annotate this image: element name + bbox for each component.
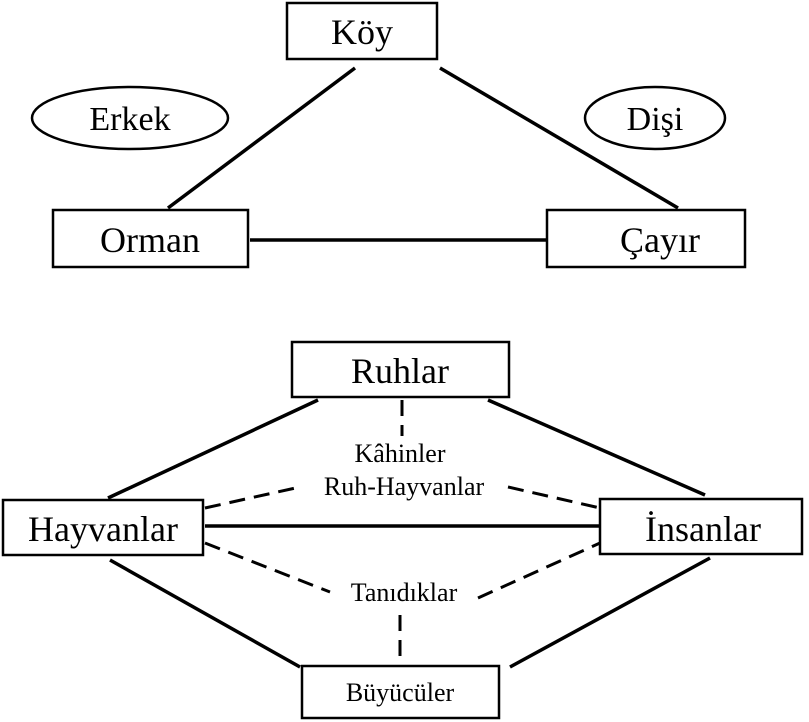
node-buyuculer-label: Büyücüler (346, 678, 455, 707)
edge-ruhlar-hayvanlar (107, 398, 319, 500)
edge-insanlar-buyuculer (509, 556, 711, 669)
edge-koy-orman (166, 66, 357, 210)
edge-koy-cayir (439, 66, 679, 210)
oval-erkek-label: Erkek (89, 101, 170, 138)
oval-disi: Dişi (583, 85, 727, 151)
label-ruh-hayvanlar: Ruh-Hayvanlar (324, 472, 485, 501)
node-insanlar-label: İnsanlar (645, 509, 761, 549)
label-kahinler: Kâhinler (355, 439, 446, 468)
node-ruhlar: Ruhlar (290, 340, 511, 399)
label-tanidiklar: Tanıdıklar (351, 578, 458, 607)
node-cayir-label: Çayır (620, 220, 700, 260)
oval-disi-label: Dişi (627, 101, 684, 138)
node-orman: Orman (51, 208, 250, 269)
node-buyuculer: Büyücüler (300, 664, 501, 720)
oval-erkek: Erkek (30, 85, 230, 151)
node-hayvanlar: Hayvanlar (1, 498, 205, 557)
node-koy-label: Köy (331, 12, 393, 52)
edge-tanidiklar-insanlar (477, 541, 601, 600)
node-ruhlar-label: Ruhlar (351, 351, 449, 391)
edge-hayvanlar-ruhhayvanlar (204, 485, 301, 510)
edge-ruhhayvanlar-insanlar (507, 485, 601, 510)
node-koy: Köy (285, 1, 439, 61)
top-diagram: Köy Erkek Dişi Orman Çayır (30, 1, 747, 269)
node-insanlar: İnsanlar (598, 497, 804, 556)
edge-hayvanlar-tanidiklar (204, 541, 331, 594)
edge-hayvanlar-buyuculer (109, 558, 301, 669)
node-hayvanlar-label: Hayvanlar (28, 509, 178, 549)
node-cayir: Çayır (545, 208, 747, 269)
edge-ruhlar-insanlar (487, 398, 706, 497)
bottom-diagram: Ruhlar Kâhinler Ruh-Hayvanlar Tanıdıklar… (1, 340, 804, 720)
node-orman-label: Orman (100, 220, 200, 260)
